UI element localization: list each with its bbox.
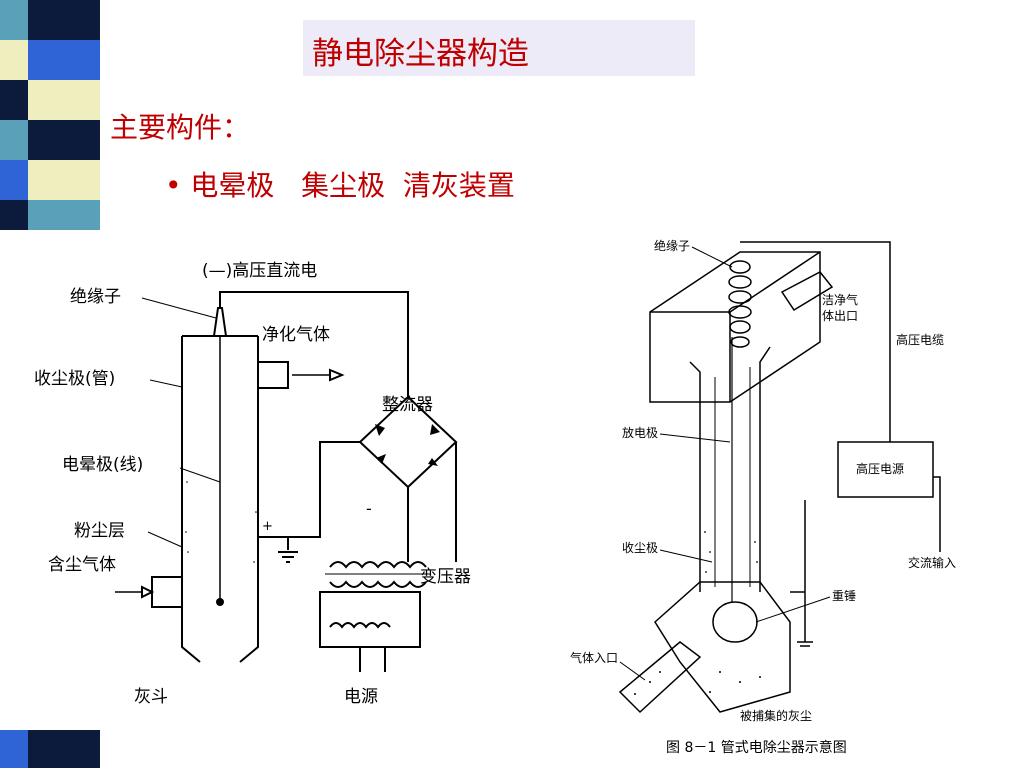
title-box [303,20,695,76]
label-minus: - [366,499,372,518]
left-schematic: (—)高压直流电 绝缘子 净化气体 收尘极(管) 整流器 电晕极(线) 粉尘层 … [30,232,540,730]
outlet-box [257,361,289,389]
label-collected-dust: 被捕集的灰尘 [740,708,812,723]
transformer-primary [329,561,427,569]
label-hv-dc: (—)高压直流电 [202,261,317,281]
label-hopper: 灰斗 [134,687,168,707]
hopper-left [181,642,201,663]
label-clean-gas-outlet-1: 洁净气 [822,292,858,307]
label-transformer: 变压器 [420,567,471,587]
label-insulator: 绝缘子 [70,287,121,307]
label-corona-wire: 电晕极(线) [62,455,143,475]
label-collector: 收尘极 [622,541,658,555]
insulator-shape [212,307,228,337]
power-block [319,591,421,648]
left-schematic-drawing: (—)高压直流电 绝缘子 净化气体 收尘极(管) 整流器 电晕极(线) 粉尘层 … [30,232,540,730]
bullet-marker: • [165,169,182,202]
hopper [654,581,791,713]
label-discharge-electrode: 放电极 [622,425,658,440]
slide-title: 静电除尘器构造 [312,36,529,72]
right-schematic-drawing: 绝缘子 洁净气 体出口 高压电缆 放电极 高压电源 收尘极 交流输入 重锤 气体… [570,238,956,756]
label-clean-gas-outlet-2: 体出口 [822,309,858,323]
label-clean-gas: 净化气体 [262,325,330,345]
component-list-text: 电晕极 集尘极 清灰装置 [190,169,515,202]
hv-cable [740,241,891,442]
label-gas-inlet: 气体入口 [570,650,618,665]
right-schematic: 绝缘子 洁净气 体出口 高压电缆 放电极 高压电源 收尘极 交流输入 重锤 气体… [560,232,1000,762]
label-plus: + [262,519,273,534]
weight [216,598,224,606]
label-collector-tube: 收尘极(管) [34,369,115,389]
label-insulator: 绝缘子 [654,238,690,253]
hopper-right [239,642,259,663]
decorative-side-strip [0,0,100,768]
label-hv-cable: 高压电缆 [896,332,944,347]
hv-line [219,291,409,397]
label-dusty-gas: 含尘气体 [48,555,116,575]
tube-left [689,361,701,592]
label-power: 电源 [344,687,378,707]
tube-right [759,346,771,592]
figure-caption: 图 8－1 管式电除尘器示意图 [666,739,847,756]
component-list: • 电晕极 集尘极 清灰装置 [165,164,515,204]
outlet-pipe [780,271,834,312]
label-weight: 重锤 [832,588,856,603]
label-rectifier: 整流器 [382,395,433,415]
section-heading: 主要构件： [110,111,251,144]
label-ac-input: 交流输入 [908,555,956,570]
gas-inlet-duct [618,641,702,714]
label-dust-layer: 粉尘层 [74,521,125,541]
top-chamber [649,251,821,403]
label-hv-power: 高压电源 [856,461,904,476]
hv-power-box [837,441,934,498]
weight-ball [712,601,758,643]
